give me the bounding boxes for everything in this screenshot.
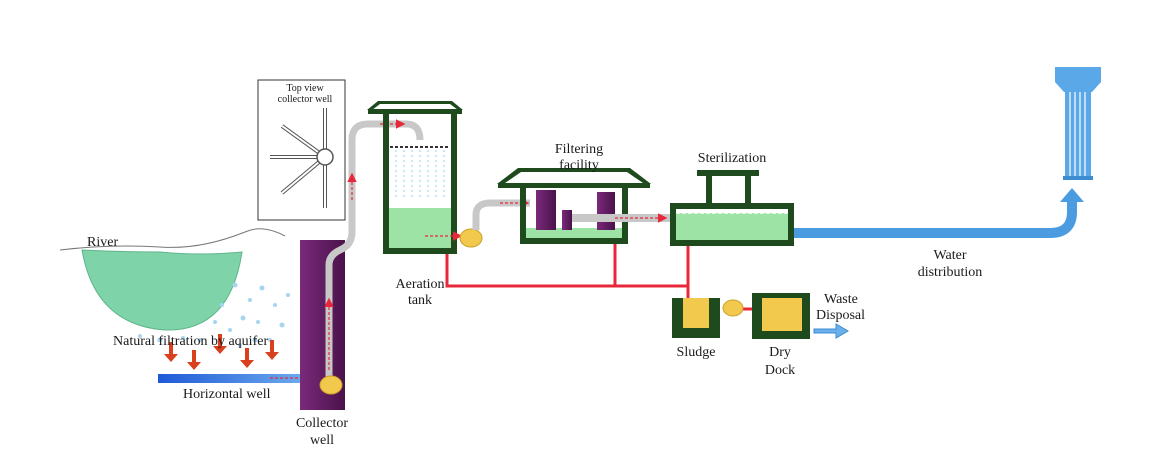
- filtering-facility: [497, 168, 670, 244]
- river-label: River: [87, 235, 118, 250]
- filter-media-2: [562, 210, 572, 230]
- horizontal-well-label: Horizontal well: [183, 387, 271, 402]
- down-arrow-icon: [164, 342, 178, 362]
- water-distribution-label-2: distribution: [918, 265, 983, 280]
- horizontal-well-pipe: [158, 374, 328, 383]
- river-water: [81, 249, 243, 331]
- top-view-label-1: Top view: [286, 83, 324, 94]
- sterilization-label: Sterilization: [698, 151, 766, 166]
- dry-dock-label-1: Dry: [769, 345, 791, 360]
- dry-dock-label-2: Dock: [765, 363, 795, 378]
- water-distribution-label-1: Water: [933, 248, 966, 263]
- aeration-water: [389, 208, 451, 248]
- natural-filtration-label: Natural filtration by aquifer: [113, 334, 268, 349]
- distribution-pipe: [794, 198, 1077, 238]
- filtering-label-1: Filtering: [555, 142, 603, 157]
- collector-well-label-1: Collector: [296, 416, 348, 431]
- waste-disposal-label-2: Disposal: [816, 308, 865, 323]
- collector-pump-icon: [319, 375, 343, 395]
- sludge-label: Sludge: [677, 345, 716, 360]
- filter-media-3: [597, 192, 615, 230]
- down-arrow-icon: [213, 334, 227, 354]
- down-arrow-icon: [265, 340, 279, 360]
- waste-disposal-label-1: Waste: [824, 292, 858, 307]
- dry-dock: [752, 293, 810, 339]
- filtration-arrows: [164, 334, 279, 370]
- filter-media-1: [536, 190, 556, 230]
- down-arrow-icon: [187, 350, 201, 370]
- waste-arrow-icon: [813, 323, 849, 339]
- collector-riser-pipe: [325, 120, 406, 385]
- aeration-label-2: tank: [408, 293, 432, 308]
- distribution-up-arrow-icon: [1060, 188, 1084, 202]
- filtering-label-2: facility: [559, 158, 599, 173]
- sterilization-tank: [670, 170, 794, 246]
- river: River: [59, 228, 286, 331]
- aeration-label-1: Aeration: [396, 277, 445, 292]
- top-view-label-2: collector well: [278, 94, 333, 105]
- aeration-to-filter-pipe: [472, 199, 530, 230]
- collector-well-center-icon: [316, 148, 334, 166]
- down-arrow-icon: [240, 348, 254, 368]
- sludge-tank: [672, 298, 720, 338]
- top-view-inset: Top view collector well: [257, 79, 346, 221]
- collector-well-label-2: well: [310, 433, 334, 448]
- sludge-pump-icon: [722, 299, 744, 317]
- sludge-lines: [445, 244, 770, 311]
- water-tower: [1055, 67, 1101, 180]
- sterilization-water: [676, 213, 788, 240]
- aeration-tank: [367, 101, 483, 254]
- aeration-pump-icon: [459, 228, 483, 248]
